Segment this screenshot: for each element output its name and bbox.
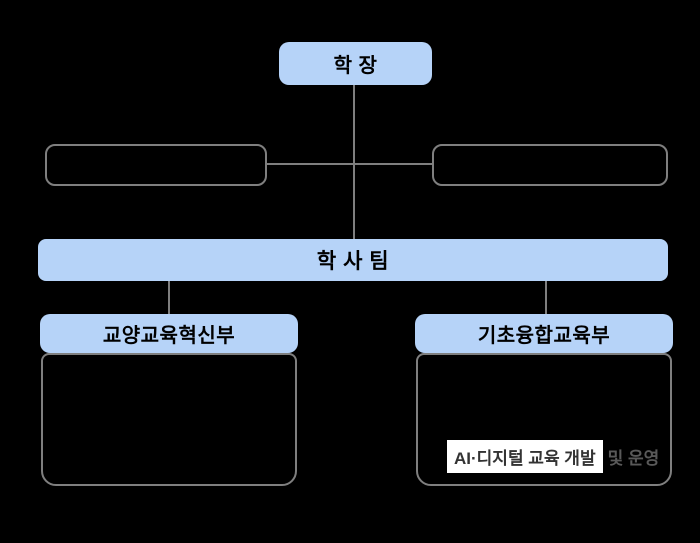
dean-label: 학 장	[333, 55, 378, 77]
node-side-right-empty	[432, 144, 668, 186]
connector-team-to-dept-right	[545, 281, 547, 314]
dept-liberal-arts-body	[41, 353, 297, 486]
dept-note: AI·디지털 교육 개발 및 운영	[447, 440, 659, 473]
team-label: 학 사 팀	[316, 250, 390, 273]
dept-note-rest-text: 및 운영	[607, 449, 660, 468]
node-academic-team: 학 사 팀	[38, 239, 668, 281]
dept-basic-convergence-header: 기초융합교육부	[415, 314, 673, 353]
dept-liberal-arts-title: 교양교육혁신부	[102, 325, 236, 347]
connector-team-to-dept-left	[168, 281, 170, 314]
node-side-left-empty	[45, 144, 267, 186]
node-dean: 학 장	[279, 42, 432, 85]
dept-basic-convergence-body: AI·디지털 교육 개발 및 운영	[416, 353, 672, 486]
dept-note-highlighted-text: AI·디지털 교육 개발	[447, 440, 603, 473]
connector-side-boxes	[266, 163, 433, 165]
dept-liberal-arts-header: 교양교육혁신부	[40, 314, 298, 353]
dept-liberal-arts: 교양교육혁신부	[40, 314, 298, 486]
dept-basic-convergence-title: 기초융합교육부	[477, 325, 611, 347]
dept-basic-convergence: 기초융합교육부 AI·디지털 교육 개발 및 운영	[415, 314, 673, 486]
connector-dean-to-team	[353, 85, 355, 239]
